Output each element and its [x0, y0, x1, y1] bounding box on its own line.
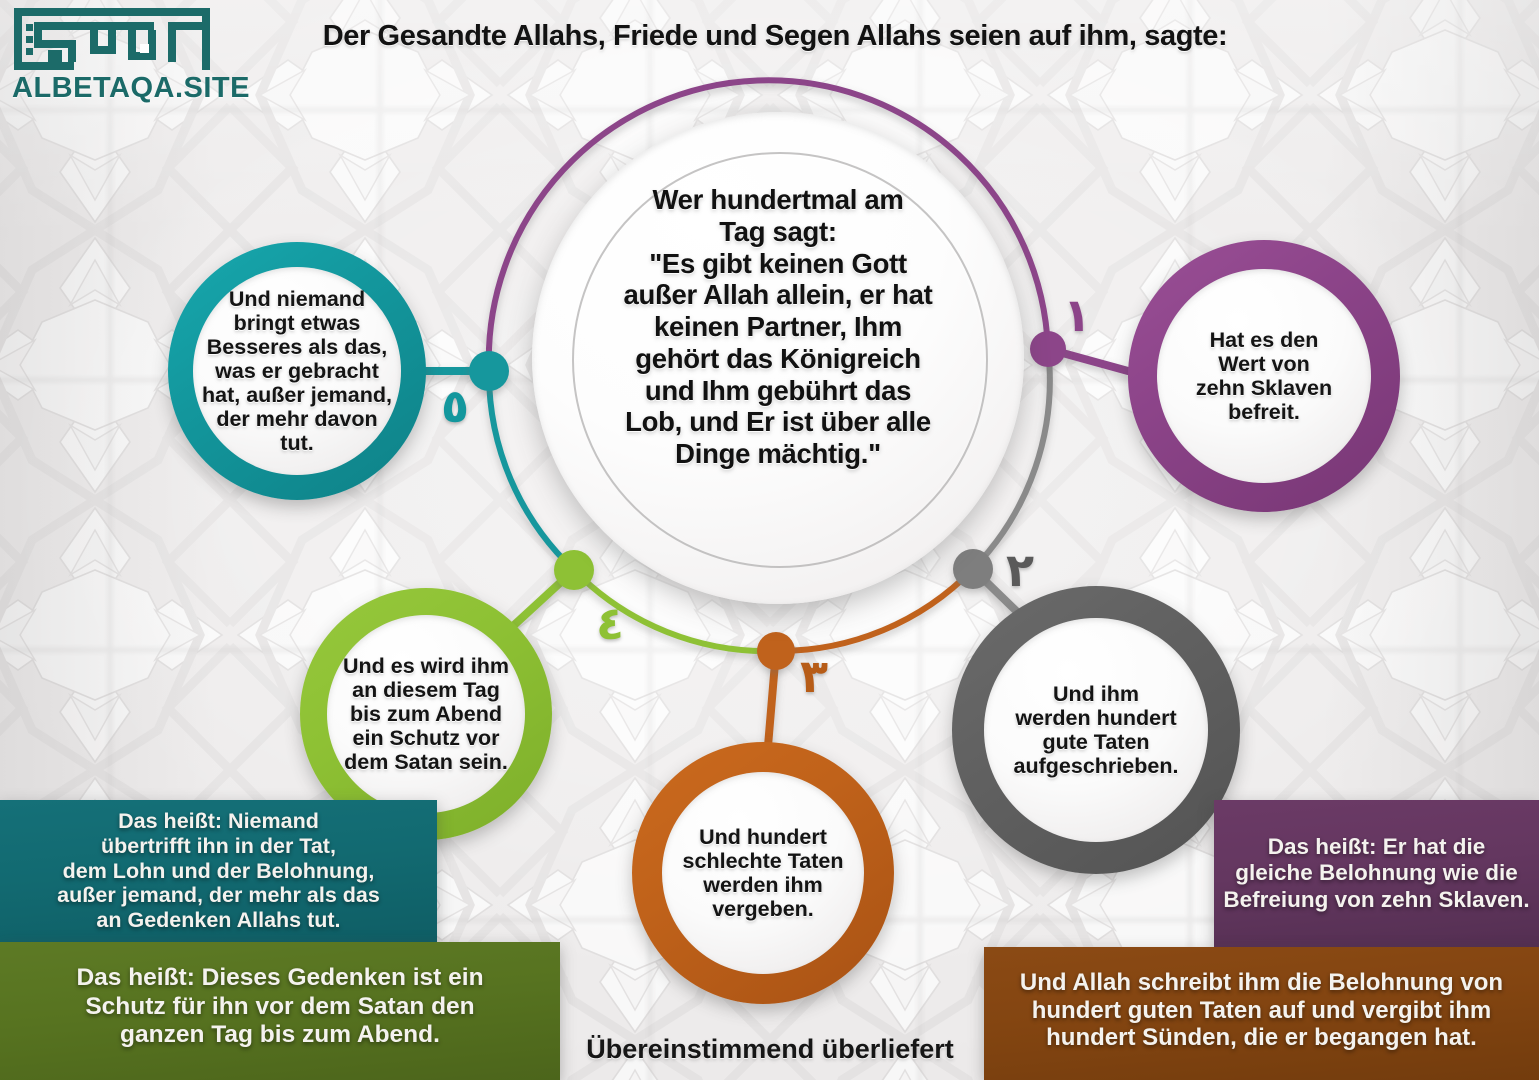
- albetaqa-kufic-logo-icon: [14, 8, 210, 70]
- numeral-badge-3: ٣: [800, 649, 829, 703]
- node-text-orange: Und hundert schlechte Taten werden ihm v…: [682, 824, 844, 922]
- center-statement-circle: Wer hundertmal am Tag sagt: "Es gibt kei…: [508, 88, 1048, 628]
- caption-banner-purple: Das heißt: Er hat die gleiche Belohnung …: [1214, 800, 1539, 947]
- node-inner-purple: Hat es den Wert von zehn Sklaven befreit…: [1157, 269, 1371, 483]
- node-text-gray: Und ihm werden hundert gute Taten aufges…: [1013, 681, 1179, 779]
- node-text-teal: Und niemand bringt etwas Besseres als da…: [202, 286, 392, 456]
- numeral-badge-4: ٤: [596, 596, 625, 650]
- node-circle-purple: Hat es den Wert von zehn Sklaven befreit…: [1128, 240, 1400, 512]
- node-circle-teal: Und niemand bringt etwas Besseres als da…: [168, 242, 426, 500]
- page-title: Der Gesandte Allahs, Friede und Segen Al…: [322, 20, 1228, 52]
- node-inner-gray: Und ihm werden hundert gute Taten aufges…: [984, 618, 1208, 842]
- node-text-green: Und es wird ihm an diesem Tag bis zum Ab…: [342, 653, 510, 775]
- caption-banner-green: Das heißt: Dieses Gedenken ist ein Schut…: [0, 942, 560, 1080]
- numeral-badge-2: ٢: [1006, 543, 1035, 597]
- node-circle-gray: Und ihm werden hundert gute Taten aufges…: [952, 586, 1240, 874]
- caption-banner-teal: Das heißt: Niemand übertrifft ihn in der…: [0, 800, 437, 942]
- brand-logo-text: ALBETAQA.SITE: [12, 72, 250, 104]
- caption-banner-brown: Und Allah schreibt ihm die Belohnung von…: [984, 947, 1539, 1080]
- node-inner-orange: Und hundert schlechte Taten werden ihm v…: [662, 772, 864, 974]
- node-circle-orange: Und hundert schlechte Taten werden ihm v…: [632, 742, 894, 1004]
- source-footnote: Übereinstimmend überliefert: [586, 1034, 954, 1064]
- node-text-purple: Hat es den Wert von zehn Sklaven befreit…: [1195, 327, 1333, 425]
- node-inner-green: Und es wird ihm an diesem Tag bis zum Ab…: [327, 615, 525, 813]
- brand-logo[interactable]: ALBETAQA.SITE: [8, 6, 249, 106]
- center-statement-text: Wer hundertmal am Tag sagt: "Es gibt kei…: [623, 184, 933, 469]
- node-circle-green: Und es wird ihm an diesem Tag bis zum Ab…: [300, 588, 552, 840]
- numeral-badge-5: ٥: [441, 379, 470, 433]
- numeral-badge-1: ١: [1063, 288, 1092, 342]
- node-inner-teal: Und niemand bringt etwas Besseres als da…: [193, 267, 401, 475]
- center-bevel-ring: [572, 152, 988, 568]
